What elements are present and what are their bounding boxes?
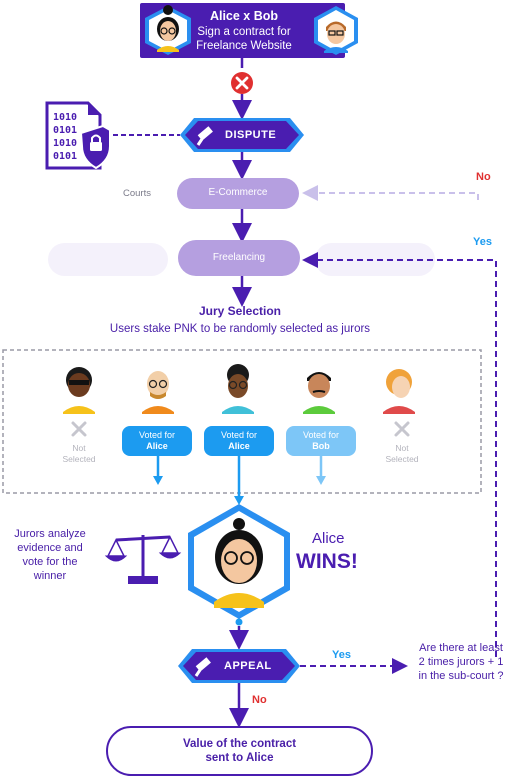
contract-subtitle: Sign a contract for Freelance Website	[176, 25, 312, 53]
juror-avatar-4	[303, 372, 335, 414]
freelancing-court-pill	[178, 240, 300, 276]
ecommerce-label: E-Commerce	[208, 187, 268, 198]
juror-2-vote-name: Alice	[146, 441, 168, 451]
file-bits: 1010 0101 1010 0101	[53, 111, 77, 163]
faded-court-right	[315, 243, 435, 276]
analysis-text: Jurors analyze evidence and vote for the…	[2, 527, 98, 583]
juror-2-vote-line1: Voted for	[138, 430, 176, 440]
juror-2-vote: Voted for Alice	[122, 430, 192, 452]
faded-court-left	[48, 243, 168, 276]
winner-name: Alice	[312, 530, 345, 547]
appeal-yes-label: Yes	[332, 649, 351, 661]
result-line2: sent to Alice	[205, 752, 274, 764]
fail-x-icon	[231, 72, 253, 94]
juror-avatar-3	[222, 364, 254, 414]
alice-avatar	[145, 5, 191, 55]
scales-of-justice-icon	[104, 535, 182, 584]
file-bits-row-4: 0101	[53, 151, 78, 162]
juror-4-vote-name: Bob	[312, 441, 330, 451]
dispute-hexagon	[180, 118, 304, 152]
juror-3-vote-name: Alice	[228, 441, 250, 451]
jurors-box	[2, 349, 482, 494]
juror-3-vote-line1: Voted for	[220, 430, 258, 440]
loop-no-label: No	[476, 171, 491, 183]
analysis-line4: winner	[33, 570, 67, 582]
gavel-icon-appeal	[194, 657, 211, 677]
appeal-no-label: No	[252, 694, 267, 706]
jury-subtitle: Users stake PNK to be randomly selected …	[109, 323, 371, 335]
contract-title: Alice x Bob	[209, 9, 279, 23]
contract-subtitle-line2: Freelance Website	[196, 40, 292, 52]
winner-hexagon	[188, 504, 290, 619]
winner-wins: WINS!	[296, 550, 358, 573]
freelancing-label: Freelancing	[212, 252, 266, 263]
juror-1-status-line1: Not	[72, 443, 86, 453]
evidence-file-lock-icon	[45, 101, 111, 170]
appeal-label: APPEAL	[224, 660, 272, 672]
appeal-question-line1: Are there at least	[419, 642, 503, 654]
courts-label: Courts	[123, 188, 151, 199]
bob-avatar	[314, 6, 358, 55]
jury-title: Jury Selection	[198, 304, 282, 318]
juror-4-vote-line1: Voted for	[302, 430, 340, 440]
juror-3-vote: Voted for Alice	[204, 430, 274, 452]
juror-2-vote-pill	[122, 426, 192, 456]
juror-4-vote-pill	[286, 426, 356, 456]
juror-1-not-selected-x-icon	[71, 421, 87, 437]
loop-yes-label: Yes	[473, 236, 492, 248]
analysis-line3: vote for the	[22, 556, 78, 568]
appeal-hexagon	[178, 649, 300, 683]
juror-avatar-5	[383, 369, 415, 414]
analysis-line2: evidence and	[17, 542, 83, 554]
file-bits-row-2: 0101	[53, 125, 78, 136]
juror-3-vote-pill	[204, 426, 274, 456]
result-line1: Value of the contract	[182, 738, 297, 750]
alice-winner-avatar	[214, 518, 264, 608]
juror-5-status-line1: Not	[395, 443, 409, 453]
juror-5-status-line2: Selected	[385, 454, 419, 464]
loop-no-line	[302, 185, 479, 201]
appeal-question: Are there at least 2 times jurors + 1 in…	[405, 641, 517, 683]
juror-1-status: Not Selected	[54, 443, 104, 465]
juror-1-status-line2: Selected	[62, 454, 96, 464]
appeal-question-line2: 2 times jurors + 1	[418, 656, 504, 668]
juror-avatar-2	[142, 371, 174, 414]
dispute-label: DISPUTE	[225, 129, 277, 141]
gavel-icon	[196, 126, 213, 146]
juror-5-status: Not Selected	[377, 443, 427, 465]
appeal-question-line3: in the sub-court ?	[418, 670, 504, 682]
connector-dot	[235, 618, 243, 626]
contract-subtitle-line1: Sign a contract for	[197, 26, 291, 38]
ecommerce-court-pill	[177, 178, 299, 209]
contract-banner	[140, 3, 345, 58]
loop-yes-line	[302, 252, 497, 657]
juror-4-vote: Voted for Bob	[286, 430, 356, 452]
file-bits-row-1: 1010	[53, 112, 78, 123]
file-bits-row-3: 1010	[53, 138, 78, 149]
result-text: Value of the contract sent to Alice	[107, 737, 372, 765]
juror-avatar-1	[63, 367, 95, 414]
analysis-line1: Jurors analyze	[14, 528, 86, 540]
juror-5-not-selected-x-icon	[394, 421, 410, 437]
result-pill	[106, 726, 373, 776]
